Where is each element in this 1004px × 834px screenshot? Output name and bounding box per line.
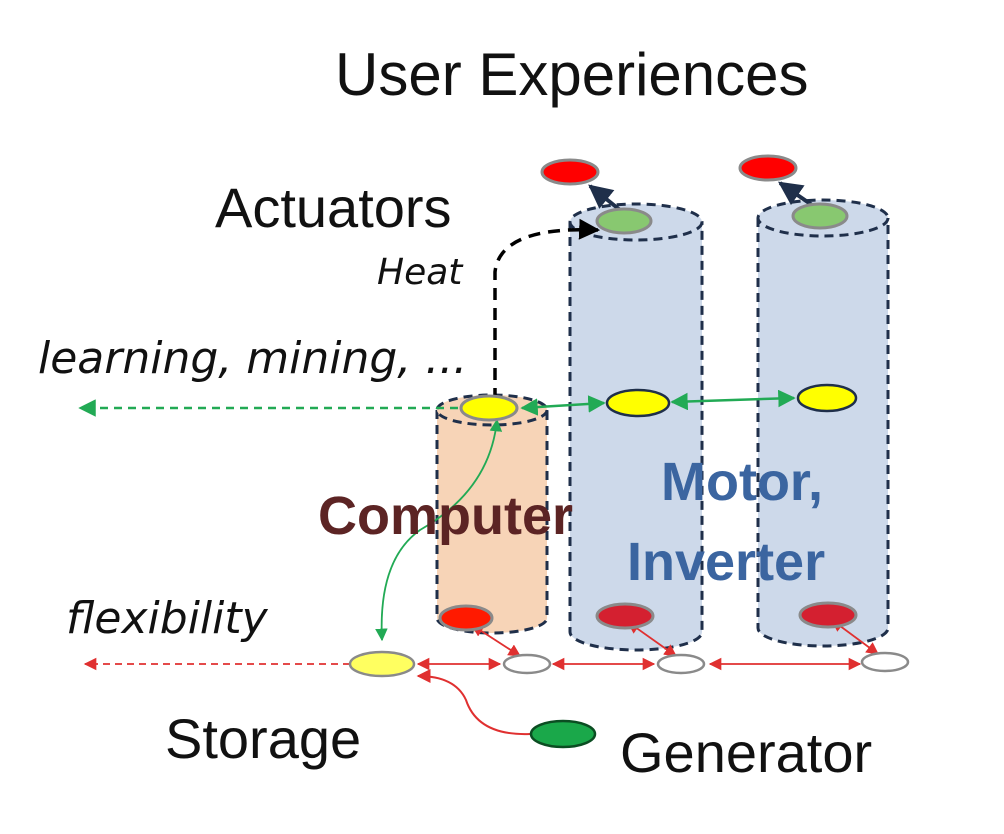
computer-storage-link [375, 418, 503, 642]
actuator-link-1 [588, 184, 622, 212]
computer-motor1-link [520, 395, 606, 416]
generator-storage-link [416, 669, 531, 736]
motor-node-1 [605, 388, 671, 418]
actuator-output-node-1 [540, 158, 600, 186]
motor-label-line2: Inverter [627, 532, 825, 592]
heat-label: Heat [377, 252, 464, 293]
actuator-output-node-2 [738, 154, 798, 182]
flexibility-label: flexibility [66, 593, 269, 644]
generator-node [529, 719, 597, 749]
computer-bottom-node [438, 604, 494, 632]
computer-top-node [459, 394, 519, 422]
grid-node-1 [502, 653, 552, 675]
heat-arrow [493, 218, 601, 400]
grid-node-3 [860, 651, 910, 673]
actuator-node-2 [791, 202, 849, 230]
storage-node [348, 650, 416, 678]
actuator-link-2 [778, 181, 814, 207]
motor-bottom-node-2 [798, 601, 858, 629]
grid-node-2 [656, 653, 706, 675]
actuators-label: Actuators [215, 176, 452, 239]
computer-label: Computer [318, 486, 573, 546]
motor-node-2 [796, 383, 858, 413]
motor1-motor2-link [670, 389, 796, 411]
generator-label: Generator [620, 721, 872, 784]
actuator-node-1 [595, 207, 653, 235]
storage-label: Storage [165, 707, 361, 770]
title-label: User Experiences [335, 41, 809, 108]
motor-bottom-node-1 [595, 602, 655, 630]
computer-grid-link [470, 624, 522, 657]
learning-label: learning, mining, ... [38, 333, 467, 384]
motor-label-line1: Motor, [661, 452, 823, 512]
motor-cylinder-2 [756, 198, 890, 648]
